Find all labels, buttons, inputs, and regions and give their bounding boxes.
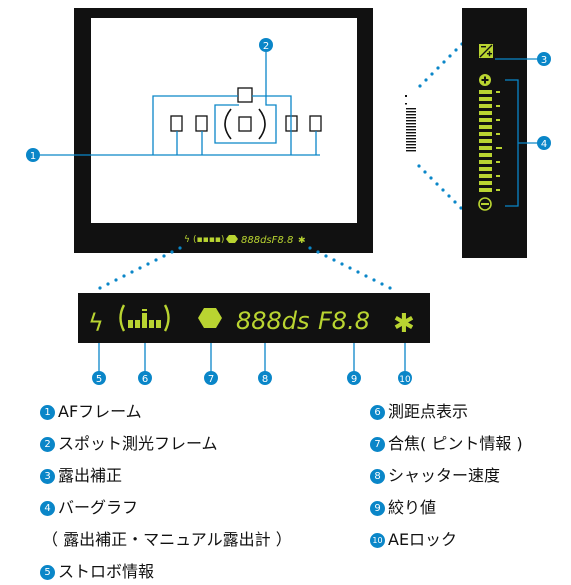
legend-item-6: 6 測距点表示	[370, 402, 523, 422]
callout-6-number: 6	[142, 374, 148, 385]
legend-label: 測距点表示	[388, 402, 469, 421]
small-info-bar: ϟ (▪▪▪▪) 888dsF8.8 ✱	[184, 235, 306, 246]
legend-item-2: 2 スポット測光フレーム	[40, 434, 292, 454]
legend-item-7: 7 合焦( ピント情報 )	[370, 434, 523, 454]
zoom-dots-bottom	[98, 246, 392, 290]
legend-item-3: 3 露出補正	[40, 466, 292, 486]
callout-7-badge	[204, 371, 218, 385]
zoom-dots-right	[417, 37, 470, 216]
legend-label: シャッター速度	[388, 466, 501, 485]
callout-1-badge	[26, 148, 40, 162]
bottom-callouts: 5 6 7 8 9 10	[92, 343, 412, 385]
legend-label: 露出補正	[58, 466, 123, 485]
callout-5-number: 5	[96, 374, 102, 385]
callout-9-badge	[347, 371, 361, 385]
callout-1-number: 1	[30, 151, 36, 162]
small-af-point-icon: (▪▪▪▪)	[193, 235, 224, 245]
callout-4-number: 4	[541, 139, 547, 150]
legend-item-9: 9 絞り値	[370, 498, 523, 518]
legend-bullet: 9	[370, 500, 385, 516]
af-point-icon	[119, 304, 170, 332]
legend-item-8: 8 シャッター速度	[370, 466, 523, 486]
mini-bargraph	[405, 95, 416, 152]
legend-bullet: 10	[370, 532, 385, 548]
small-ae-lock: ✱	[298, 236, 306, 246]
legend-label: スポット測光フレーム	[58, 434, 218, 453]
callout-3-number: 3	[541, 55, 547, 66]
legend-right: 6 測距点表示 7 合焦( ピント情報 ) 8 シャッター速度 9 絞り値 10…	[370, 402, 523, 550]
minus-icon	[478, 197, 492, 211]
callout-2-leader	[214, 52, 277, 144]
viewfinder-frame	[74, 8, 373, 253]
legend-label: 絞り値	[388, 498, 437, 517]
legend-label: バーグラフ	[58, 498, 139, 517]
callout-3-badge	[537, 52, 551, 66]
callout-4-badge	[537, 136, 551, 150]
callout-7-number: 7	[208, 374, 214, 385]
callout-8-badge	[258, 371, 272, 385]
legend-bullet: 7	[370, 436, 385, 452]
af-point-top	[237, 87, 253, 103]
small-flash-icon: ϟ	[184, 235, 190, 245]
callout-6-badge	[138, 371, 152, 385]
legend-label: AEロック	[388, 530, 458, 549]
right-lcd-panel	[462, 8, 527, 258]
callout-9-number: 9	[351, 374, 357, 385]
legend-left: 1 AFフレーム 2 スポット測光フレーム 3 露出補正 4 バーグラフ （ 露…	[40, 402, 292, 582]
legend-bullet: 5	[40, 564, 55, 580]
bar-segments	[479, 90, 492, 192]
shutter-digits: 888ds	[236, 307, 310, 335]
flash-icon: ϟ	[88, 309, 104, 337]
bar-tick-marks	[496, 91, 502, 191]
focus-confirm-icon	[198, 308, 222, 328]
legend-label: （ 露出補正・マニュアル露出計 ）	[42, 530, 292, 549]
plus-icon	[479, 74, 491, 86]
small-focus-icon	[226, 235, 238, 243]
legend-item-4-continuation: （ 露出補正・マニュアル露出計 ）	[40, 530, 292, 550]
legend-label: AFフレーム	[58, 402, 142, 421]
legend-bullet: 3	[40, 468, 55, 484]
callout-10-badge	[398, 371, 412, 385]
aperture-value: F8.8	[318, 307, 370, 335]
ae-lock-icon: ✱	[393, 309, 415, 339]
callout-1-leader	[38, 95, 320, 156]
legend-bullet: 6	[370, 404, 385, 420]
callout-2-number: 2	[263, 41, 269, 52]
bottom-lcd-bar: ϟ 888ds F8.8 ✱	[78, 293, 430, 343]
legend-label: 合焦( ピント情報 )	[388, 434, 523, 453]
callout-8-number: 8	[262, 374, 268, 385]
af-point-center	[238, 116, 252, 132]
callout-5-badge	[92, 371, 106, 385]
legend-bullet: 8	[370, 468, 385, 484]
spot-bracket-left	[224, 108, 232, 140]
spot-bracket-right	[258, 108, 266, 140]
legend-label: ストロボ情報	[58, 562, 155, 581]
exposure-comp-icon	[479, 44, 493, 58]
legend-bullet: 1	[40, 404, 55, 420]
small-readout: 888dsF8.8	[241, 235, 293, 246]
legend-item-1: 1 AFフレーム	[40, 402, 292, 422]
legend-item-4: 4 バーグラフ	[40, 498, 292, 518]
legend-item-10: 10 AEロック	[370, 530, 523, 550]
legend-bullet: 4	[40, 500, 55, 516]
callout-10-number: 10	[399, 375, 411, 385]
legend-bullet: 2	[40, 436, 55, 452]
callout-2-badge	[259, 38, 273, 52]
legend-item-5: 5 ストロボ情報	[40, 562, 292, 582]
